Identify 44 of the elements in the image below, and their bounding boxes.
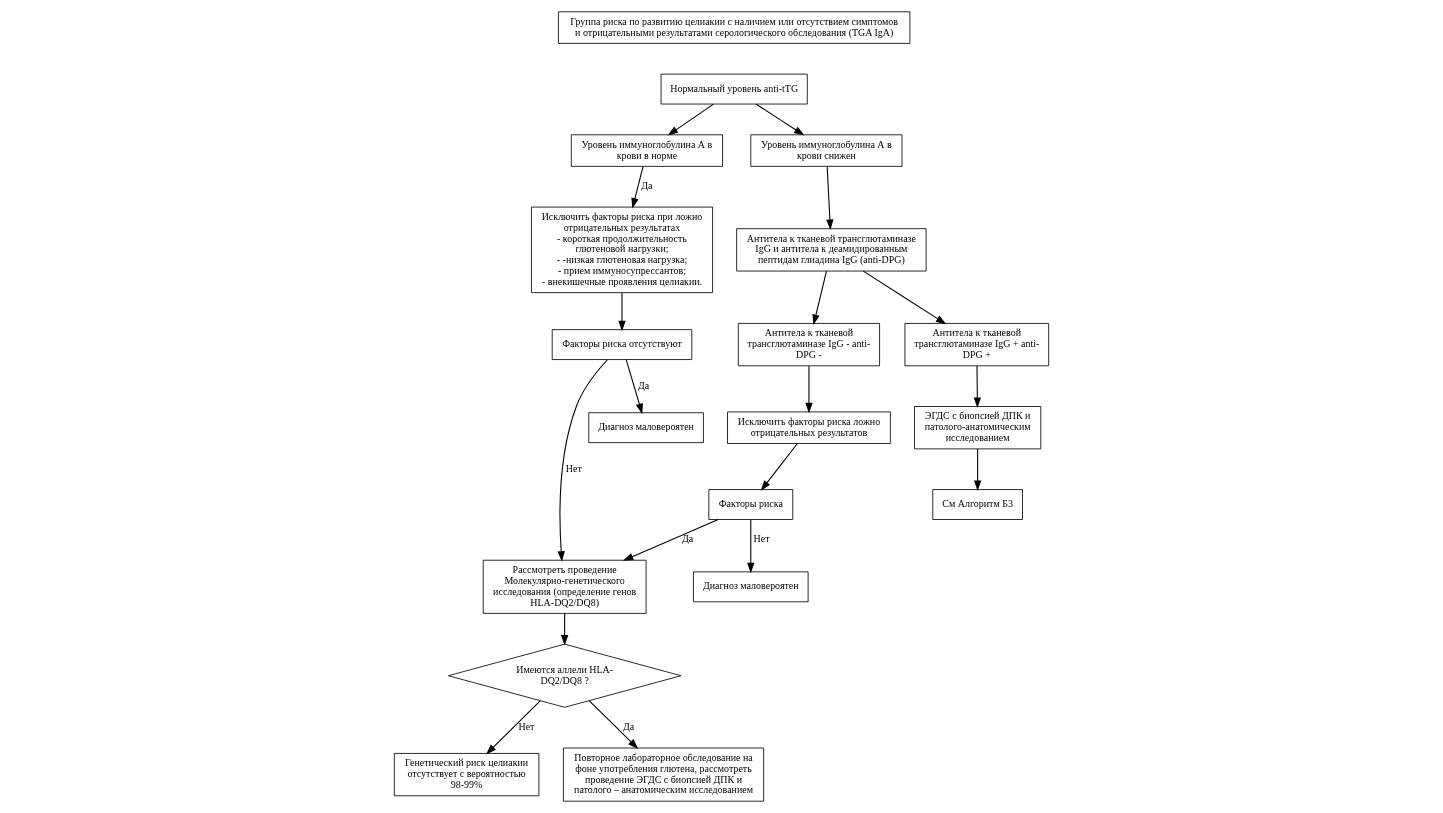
arrow xyxy=(618,292,626,332)
arrow xyxy=(667,103,715,136)
node-box: Антитела к тканевой трансглютаминазе IgG + anti-DPG + xyxy=(904,323,1050,367)
node-box: Нормальный уровень anti-tTG xyxy=(660,73,808,105)
node-box: Генетический риск целиакии отсутствует с вероятностью 98-99% xyxy=(393,753,540,797)
arrow xyxy=(826,165,834,230)
arrow xyxy=(622,518,719,561)
arrow xyxy=(805,365,813,414)
arrow xyxy=(760,443,798,491)
edge-label: Да xyxy=(682,533,694,545)
edge-label: Да xyxy=(637,379,650,391)
arrow xyxy=(557,359,608,562)
node-box: Уровень иммуноглобулина А в крови в норме xyxy=(570,134,723,167)
node-box: Исключить факторы риска ложно отрицательных результатов xyxy=(727,411,891,444)
arrow xyxy=(812,270,827,325)
arrow xyxy=(973,365,981,408)
arrow xyxy=(862,270,947,325)
edge-label: Нет xyxy=(518,721,535,733)
node-box: Факторы риска xyxy=(708,489,794,520)
node-box: Факторы риска отсутствуют xyxy=(551,329,693,360)
node-box: Антитела к тканевой трансглютаминазе IgG и антитела к деамидированным пептидам глиадина IgG (anti-DPG) xyxy=(736,228,927,272)
node-box: Группа риска по развитию целиакии с наличием или отсутствием симптомов и отрицательными результатами серологического обследования (TGA IgA) xyxy=(558,11,911,44)
node-box: См Алгоритм Б3 xyxy=(932,489,1023,520)
edge-label: Да xyxy=(641,180,653,192)
edge-label: Нет xyxy=(753,533,770,545)
arrow xyxy=(747,519,755,574)
node-diamond: Имеются аллели HLA-DQ2/DQ8 ? xyxy=(447,643,682,708)
arrow xyxy=(588,700,639,749)
edge-label: Да xyxy=(623,721,635,733)
node-box: Исключить факторы риска при ложно отрицательных результатах - короткая продолжительность глютеновой нагрузки; - -низкая глютеновая нагрузка; - прием иммуносупрессантов; - внекишечные проявления целиакии. xyxy=(531,206,713,294)
edge-label: Нет xyxy=(565,462,582,474)
node-box: Рассмотреть проведение Молекулярно-генетического исследования (определение генов HLA-DQ2/DQ8) xyxy=(482,559,647,614)
arrow xyxy=(625,359,643,415)
node-box: Диагноз маловероятен xyxy=(588,412,704,444)
node-box: Диагноз маловероятен xyxy=(693,571,809,603)
arrow xyxy=(631,165,644,209)
arrow xyxy=(486,700,541,755)
node-box: Уровень иммуноглобулина А в крови снижен xyxy=(750,134,903,167)
arrow xyxy=(973,448,982,491)
node-box: ЭГДС с биопсией ДПК и патолого-анатомическим исследованием xyxy=(914,406,1042,450)
node-box: Антитела к тканевой трансглютаминазе IgG - anti-DPG - xyxy=(737,323,880,367)
node-box: Повторное лабораторное обследование на фоне употребления глютена, рассмотреть проведение ЭГДС с биопсией ДПК и патолого – анатомическим исследованием xyxy=(563,747,765,802)
arrow xyxy=(755,103,805,136)
arrow xyxy=(561,613,569,646)
